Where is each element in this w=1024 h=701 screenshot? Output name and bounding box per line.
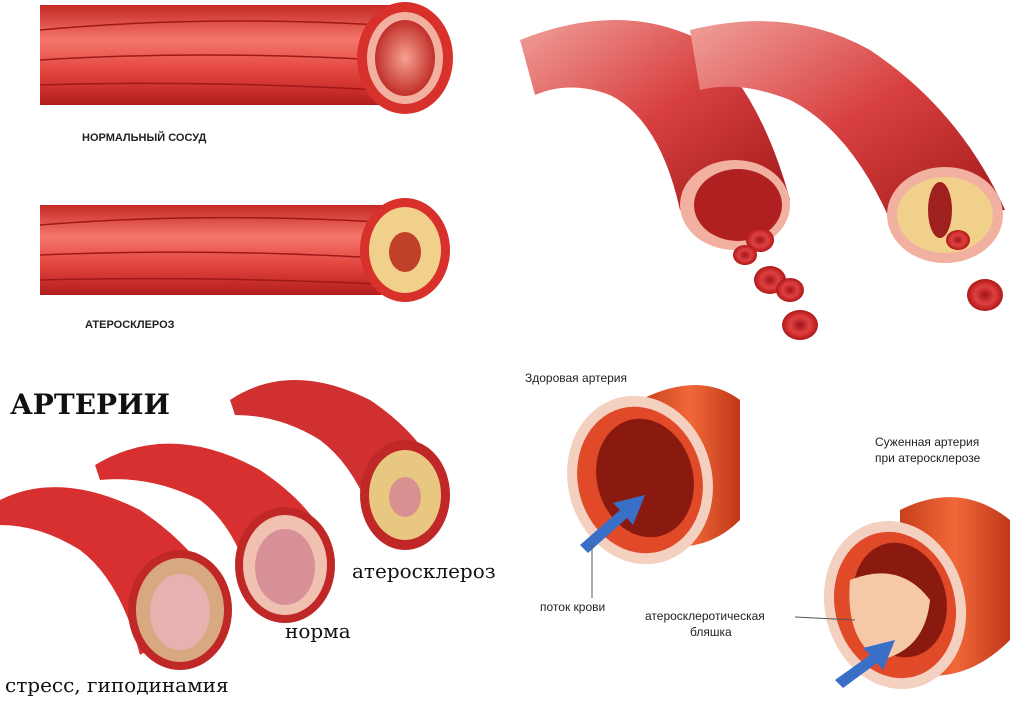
plaque — [849, 573, 930, 660]
red-blood-cells — [733, 228, 1003, 340]
narrowed-artery-illustration — [794, 497, 1010, 690]
norm-label: норма — [285, 619, 351, 643]
plaque-label-line1: атеросклеротическая — [645, 609, 765, 623]
blood-flow-vessels-illustration — [520, 20, 1005, 340]
blood-flow-arrow-icon — [580, 495, 645, 553]
narrowed-flow-arrow-icon — [835, 640, 895, 688]
normal-vessel-label: НОРМАЛЬНЫЙ СОСУД — [82, 131, 207, 144]
atherosclerosis-label-top: АТЕРОСКЛЕРОЗ — [85, 319, 175, 331]
normal-vessel-illustration — [39, 2, 453, 114]
atherosclerosis-label-bottom: атеросклероз — [352, 559, 496, 583]
stress-label: стресс, гиподинамия — [5, 673, 229, 697]
healthy-artery-label: Здоровая артерия — [525, 371, 627, 385]
atherosclerotic-vessel-illustration — [39, 198, 450, 302]
arteries-title: АРТЕРИИ — [10, 388, 170, 421]
narrowed-artery-label-line1: Суженная артерия — [875, 435, 979, 449]
blood-flow-label: поток крови — [540, 600, 605, 614]
narrowed-artery-label-line2: при атеросклерозе — [875, 451, 981, 465]
plaque-label-line2: бляшка — [690, 625, 732, 639]
healthy-artery-illustration — [567, 385, 740, 598]
three-arteries-illustration — [0, 380, 450, 670]
